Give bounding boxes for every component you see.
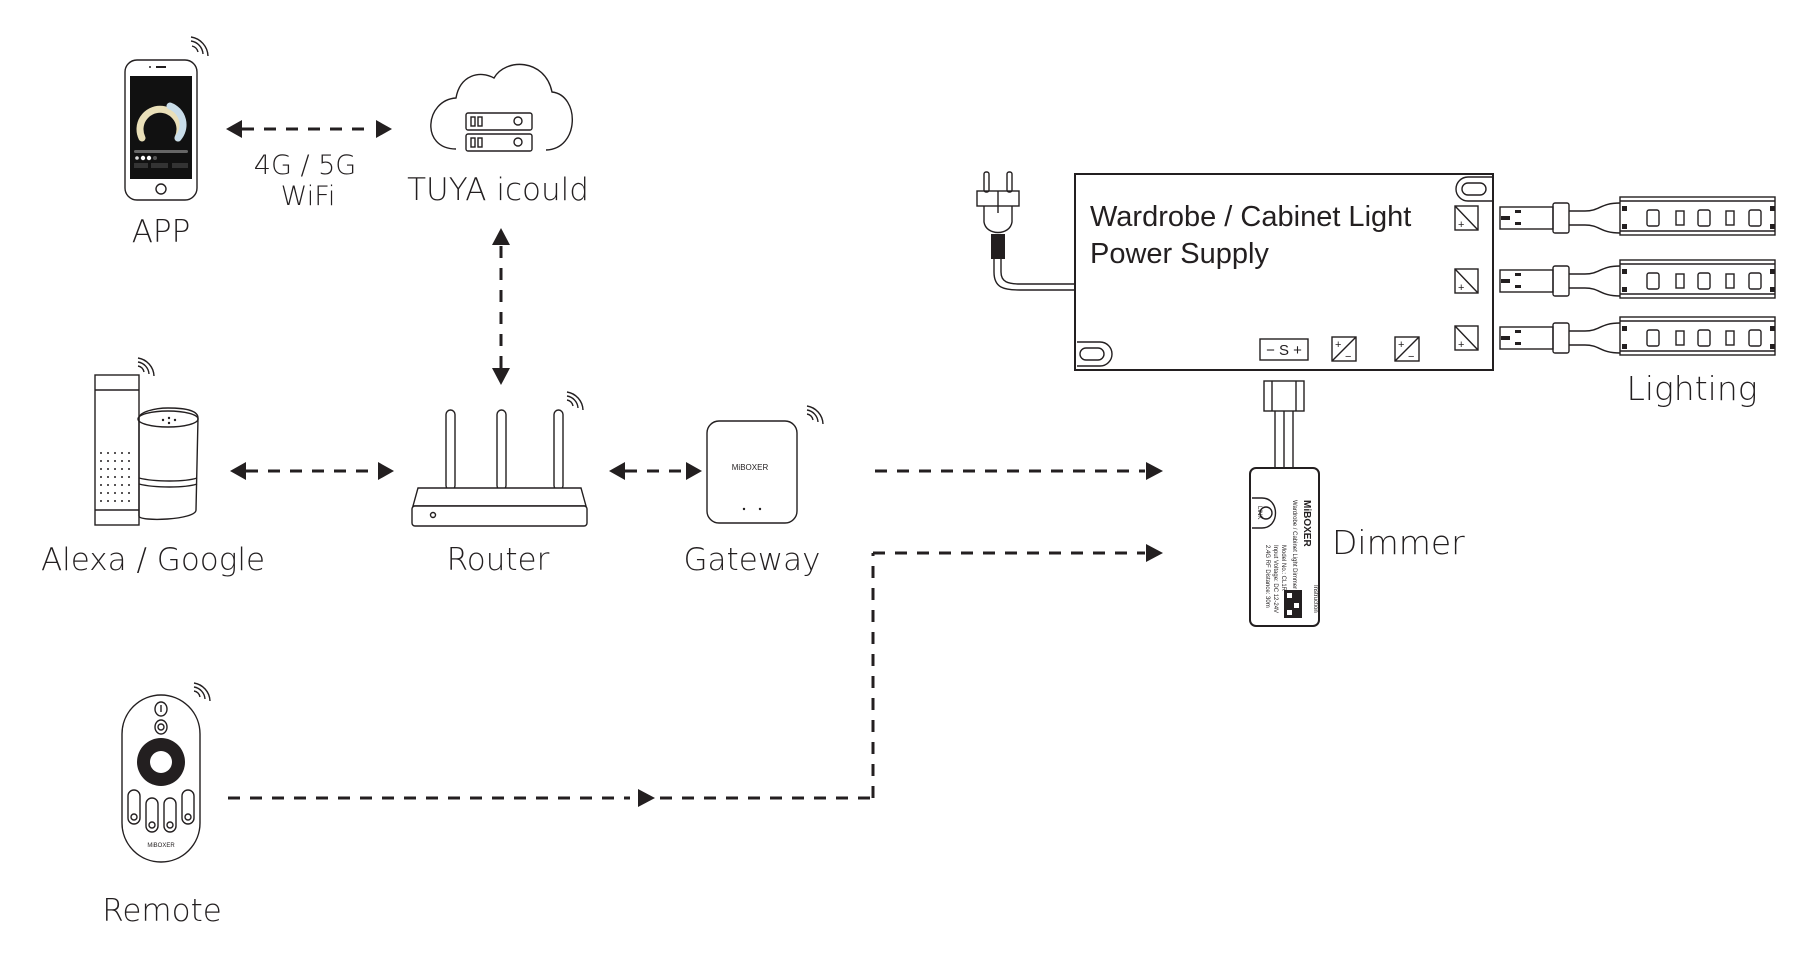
- arrow-gateway-dimmer: [875, 462, 1163, 480]
- svg-text:+: +: [1458, 219, 1464, 231]
- lighting-label: Lighting: [1626, 369, 1757, 408]
- power-supply-node: Wardrobe / Cabinet Light Power Supply − …: [976, 171, 1494, 371]
- output-port-icon: +: [1454, 268, 1479, 294]
- signal-terminal: − S +: [1259, 338, 1309, 361]
- gateway-node: MiBOXER Gateway: [684, 405, 824, 578]
- svg-text:+: +: [1335, 339, 1341, 351]
- svg-text:+: +: [1458, 339, 1464, 351]
- cloud-server-icon: [430, 63, 573, 152]
- svg-text:Instruction: Instruction: [1312, 585, 1318, 613]
- phone-icon: [124, 59, 198, 201]
- router-icon: [411, 409, 588, 527]
- remote-label: Remote: [102, 893, 222, 929]
- svg-text:−: −: [1408, 351, 1414, 363]
- mounting-hole-icon: [1455, 176, 1493, 202]
- dc-port-icon: + −: [1394, 336, 1420, 363]
- network-label-line2: WiFi: [281, 181, 336, 212]
- network-label-line1: 4G / 5G: [254, 150, 356, 181]
- app-node: APP: [124, 36, 209, 250]
- svg-text:−: −: [1345, 351, 1351, 363]
- svg-text:+: +: [1398, 339, 1404, 351]
- power-supply-title-line2: Power Supply: [1090, 238, 1269, 270]
- light-strip-2: [1499, 259, 1776, 299]
- gateway-brand: MiBOXER: [732, 463, 769, 472]
- app-label: APP: [132, 214, 191, 250]
- dimmer-connector-icon: [1263, 380, 1305, 468]
- power-supply-title-line1: Wardrobe / Cabinet Light: [1090, 201, 1411, 233]
- svg-text:− S +: − S +: [1266, 342, 1302, 359]
- svg-text:LINK: LINK: [1256, 506, 1262, 519]
- wifi-signal-icon: [806, 405, 824, 425]
- gateway-hub-icon: MiBOXER: [706, 420, 798, 524]
- dc-port-icon: + −: [1331, 336, 1357, 363]
- wifi-signal-icon: [190, 36, 209, 57]
- arrow-alexa-router: [230, 462, 394, 480]
- light-strip-3: [1499, 316, 1776, 356]
- light-strip-1: [1499, 196, 1776, 236]
- svg-text:+: +: [1458, 282, 1464, 294]
- gateway-label: Gateway: [684, 542, 821, 578]
- output-port-icon: +: [1454, 325, 1479, 351]
- remote-control-icon: MiBOXER: [121, 694, 201, 863]
- svg-text:2.4G RF Distance: 30m: 2.4G RF Distance: 30m: [1264, 545, 1270, 608]
- svg-text:MiBOXER: MiBOXER: [1301, 500, 1312, 547]
- cloud-node: TUYA icould: [407, 63, 589, 208]
- arrow-router-gateway: [609, 462, 702, 480]
- dimmer-device-icon: MiBOXER Wardrobe / Cabinet Light Dimmer …: [1249, 467, 1320, 627]
- arrow-app-cloud: [226, 120, 392, 138]
- power-supply-box: [1074, 173, 1494, 371]
- cloud-label: TUYA icould: [407, 172, 589, 208]
- alexa-google-node: Alexa / Google: [41, 357, 265, 578]
- output-port-icon: +: [1454, 205, 1479, 231]
- wifi-signal-icon: [566, 391, 584, 411]
- mounting-hole-icon: [1077, 341, 1113, 367]
- dimmer-label: Dimmer: [1332, 523, 1465, 562]
- lighting-node: [1499, 196, 1776, 356]
- wifi-signal-icon: [193, 682, 211, 702]
- alexa-google-label: Alexa / Google: [41, 542, 265, 578]
- remote-node: MiBOXER Remote: [102, 682, 222, 929]
- dimmer-node: MiBOXER Wardrobe / Cabinet Light Dimmer …: [1249, 380, 1465, 627]
- smart-speaker-icon: [94, 374, 199, 526]
- remote-brand: MiBOXER: [147, 843, 175, 849]
- arrow-remote-dimmer: [228, 544, 1163, 807]
- svg-text:Wardrobe / Cabinet Light Dimme: Wardrobe / Cabinet Light Dimmer: [1291, 500, 1297, 589]
- qr-code-icon: [1284, 590, 1302, 618]
- router-node: Router: [411, 391, 588, 578]
- router-label: Router: [447, 542, 550, 578]
- wifi-signal-icon: [137, 357, 155, 377]
- svg-text:Input Voltage: DC 12-24V: Input Voltage: DC 12-24V: [1272, 545, 1278, 613]
- arrow-cloud-router: [492, 228, 510, 385]
- svg-text:Model No.: CL1R: Model No.: CL1R: [1280, 545, 1286, 592]
- power-plug-icon: [976, 171, 1075, 291]
